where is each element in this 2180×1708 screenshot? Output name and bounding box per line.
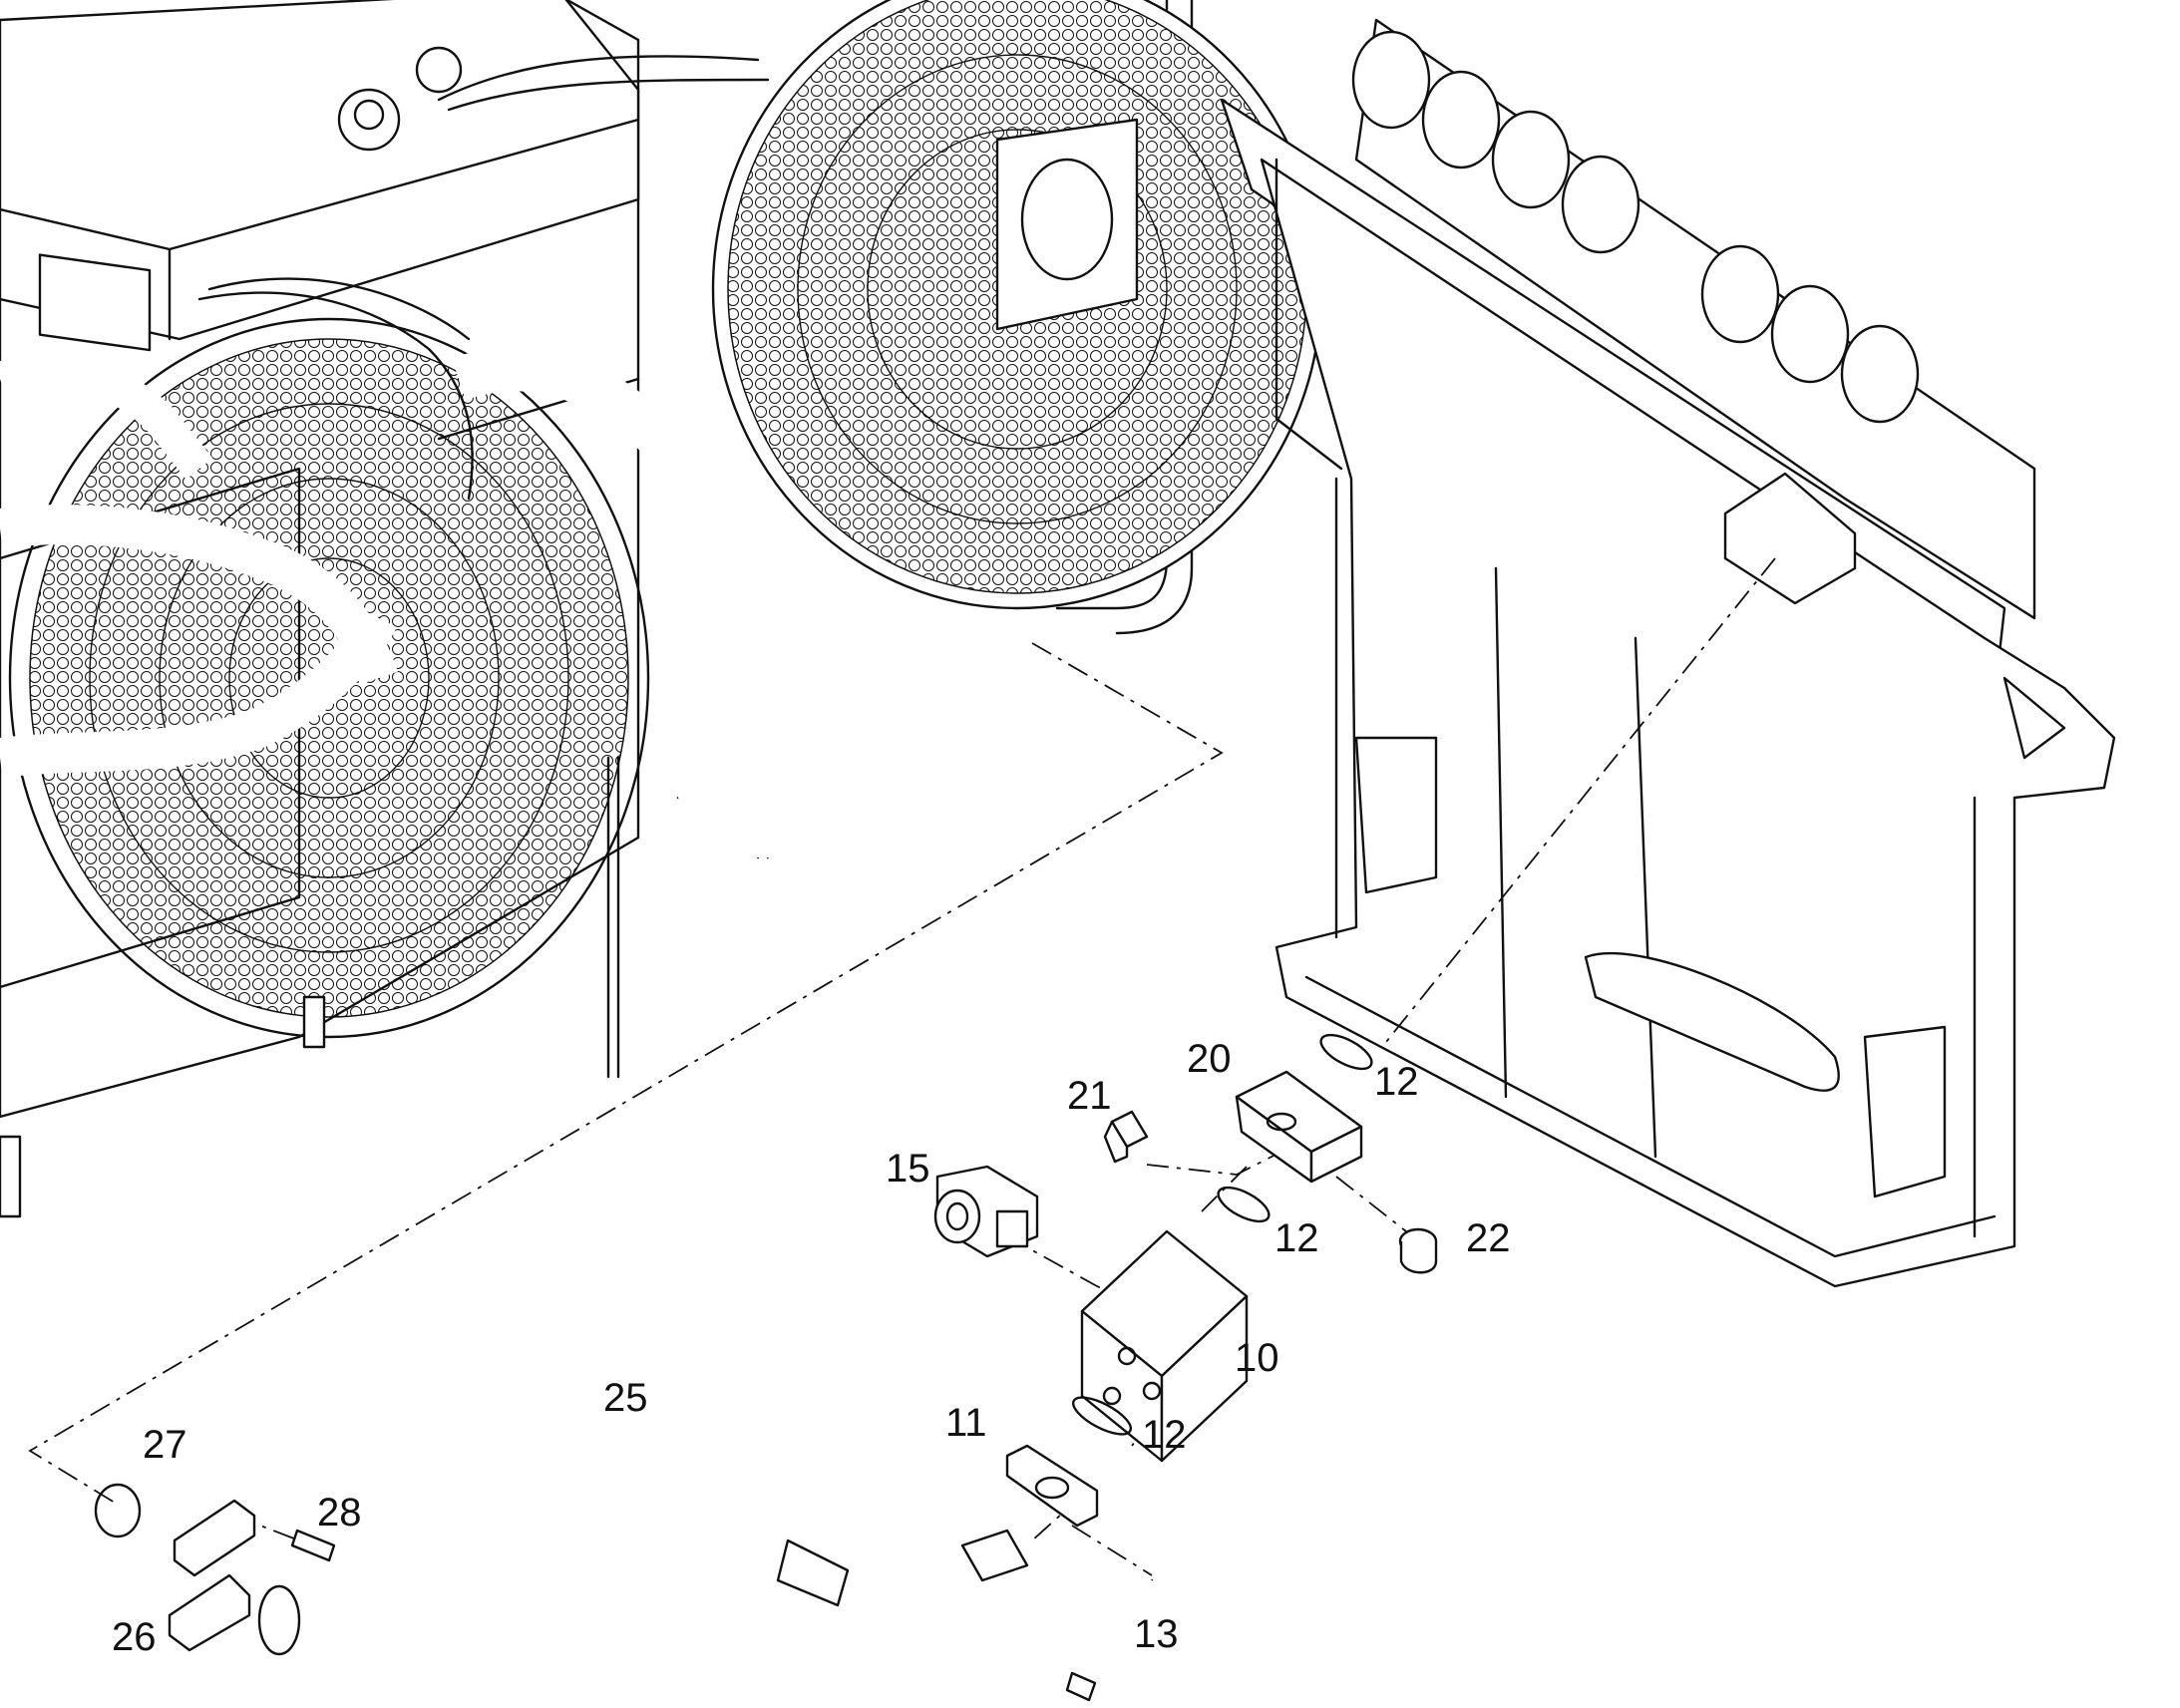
callout-22: 22 [1466, 1216, 1511, 1260]
block-10 [1080, 1229, 1249, 1463]
top-housing [0, 0, 640, 352]
callout-21: 21 [1067, 1074, 1112, 1118]
callout-28: 28 [317, 1491, 362, 1535]
plug-22 [1398, 1227, 1438, 1274]
callout-11: 11 [945, 1401, 987, 1445]
hose-25 [257, 1422, 1029, 1656]
screw-21 [1103, 1110, 1149, 1164]
support-frame [1220, 18, 2116, 1288]
split-flange-26 [168, 1499, 256, 1652]
callout-13: 13 [1134, 1612, 1179, 1656]
callout-20: 20 [1187, 1037, 1232, 1081]
callout-12-lower: 12 [1142, 1413, 1187, 1457]
radiator-frame [0, 0, 640, 1119]
cooler-assembly [0, 0, 1194, 1218]
o-ring-12-lower [1071, 1396, 1133, 1436]
o-ring-12-middle [1217, 1186, 1271, 1223]
callout-25: 25 [603, 1376, 648, 1420]
top-rail-cups [1351, 30, 1920, 424]
flange-11 [1005, 1444, 1099, 1528]
right-fan [711, 0, 1323, 610]
callout-10: 10 [1235, 1336, 1279, 1380]
callout-12-upper: 12 [1374, 1060, 1419, 1104]
o-ring-12-upper [1319, 1033, 1373, 1071]
coolant-hoses [0, 347, 809, 867]
assembly-lines [28, 557, 1776, 1576]
bolt-13 [1065, 1578, 1154, 1702]
callout-27: 27 [143, 1423, 187, 1467]
spacer-block-20 [1235, 1070, 1363, 1184]
callout-26: 26 [112, 1615, 157, 1659]
fitting-15 [933, 1165, 1039, 1258]
callout-12-middle: 12 [1274, 1216, 1319, 1260]
callout-15: 15 [886, 1147, 930, 1191]
o-ring-27 [94, 1483, 142, 1538]
screw-28 [290, 1529, 336, 1562]
